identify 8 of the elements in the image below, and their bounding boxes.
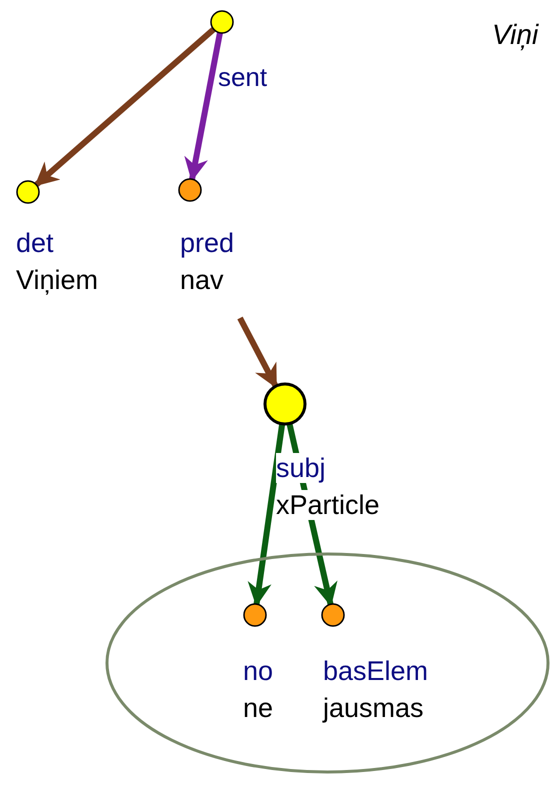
sentence-text: Viņi (492, 20, 538, 50)
word-label: xParticle (276, 490, 380, 520)
arrow (184, 32, 223, 182)
edge-label: sent (218, 62, 268, 92)
arrow (34, 27, 216, 187)
relation-label: subj (276, 453, 326, 483)
arrow (237, 316, 278, 388)
arrow (248, 423, 286, 606)
